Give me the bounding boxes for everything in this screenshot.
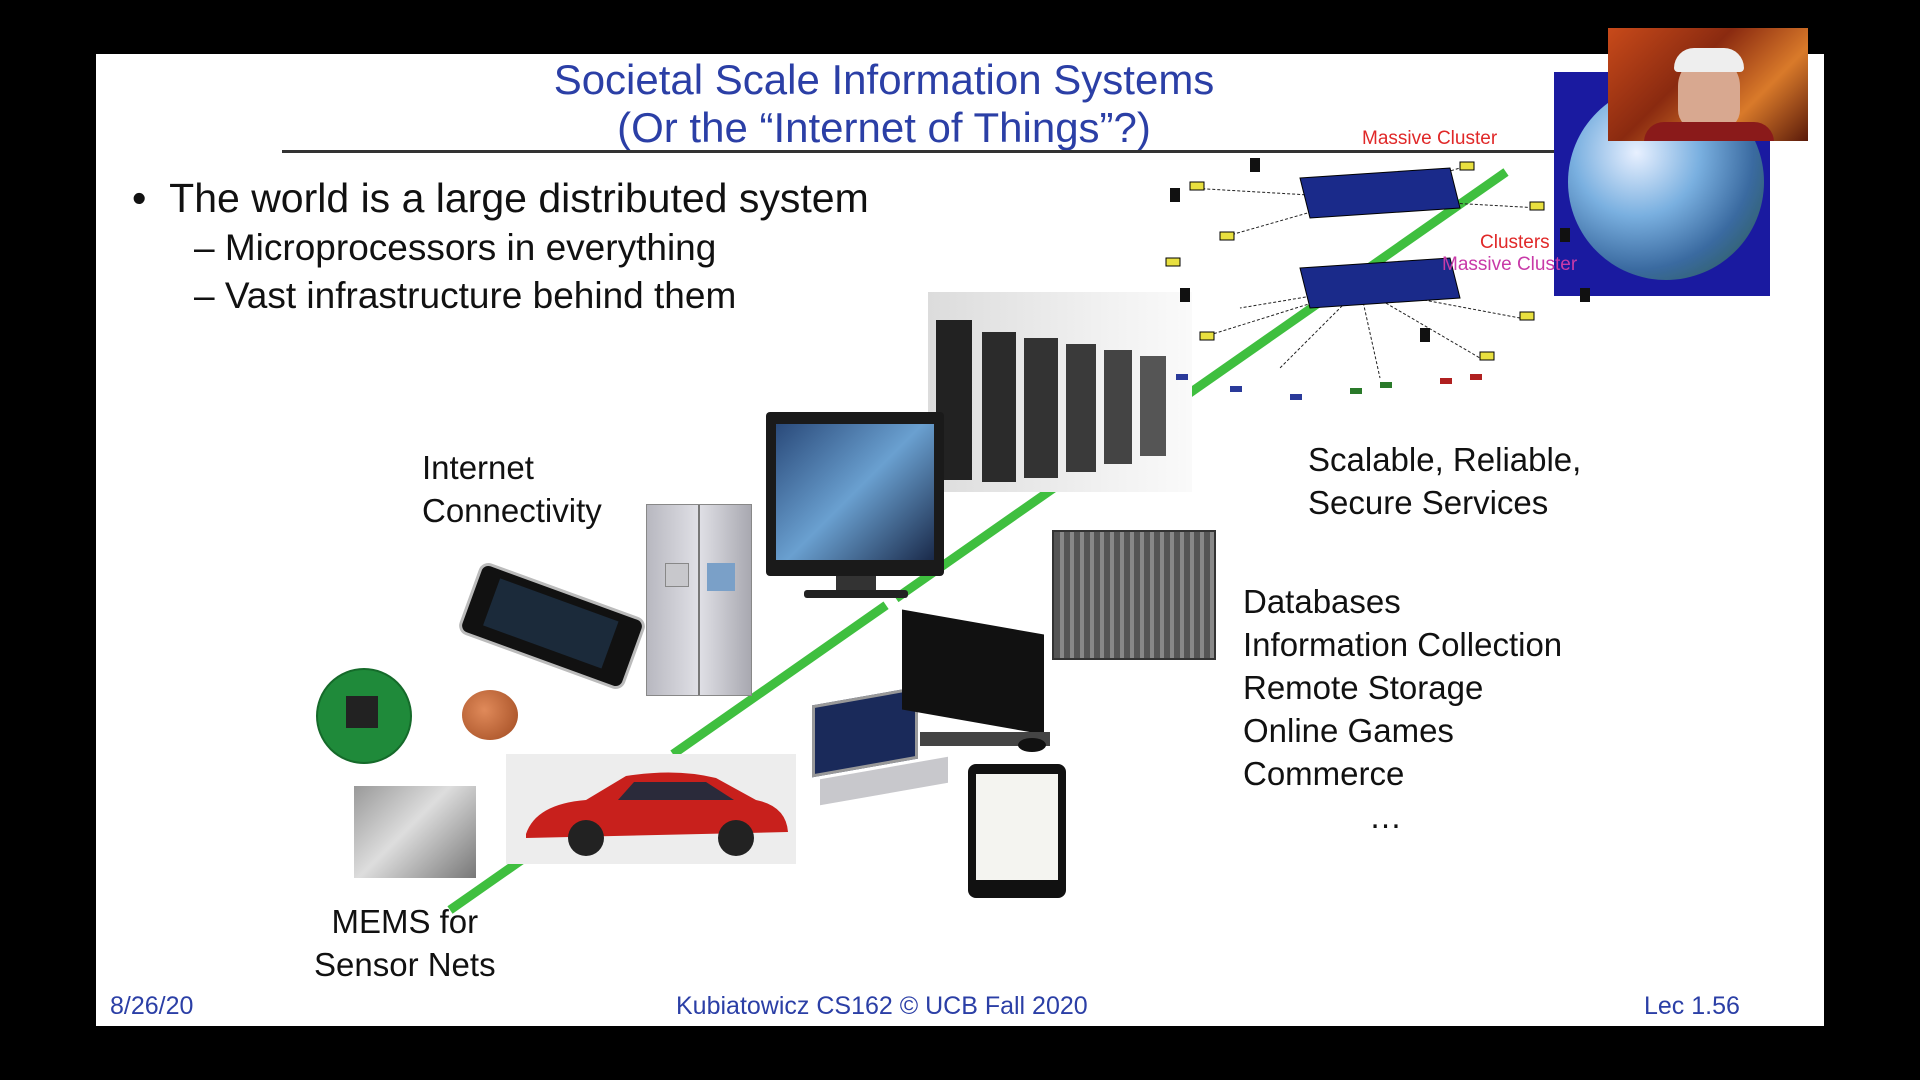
bullet-sub-2: – Vast infrastructure behind them: [194, 275, 737, 316]
smart-tv-image: [766, 412, 946, 602]
footer-date: 8/26/20: [110, 992, 194, 1020]
penny-image: [462, 690, 518, 740]
title-divider: [282, 150, 1654, 153]
bullet-list: • The world is a large distributed syste…: [132, 172, 869, 320]
tablet-image: [968, 764, 1066, 898]
slide-title-line-2: (Or the “Internet of Things”?): [617, 104, 1151, 151]
scalable-label-line-2: Secure Services: [1308, 484, 1549, 521]
network-cluster-diagram: [1165, 158, 1590, 400]
blade-server-image: [1052, 530, 1216, 660]
mems-image: [354, 786, 476, 878]
datacenter-image: [928, 292, 1192, 492]
slide-title-line-1: Societal Scale Information Systems: [553, 56, 1215, 103]
clusters-label: Clusters: [1480, 232, 1550, 253]
footer-lecture-number: Lec 1.56: [1644, 992, 1740, 1020]
service-remote-storage: Remote Storage: [1243, 669, 1484, 706]
presenter-webcam: [1608, 28, 1808, 141]
service-ellipsis: …: [1369, 798, 1402, 835]
slide: Societal Scale Information Systems (Or t…: [96, 54, 1824, 1026]
bullet-sub-1: – Microprocessors in everything: [194, 227, 717, 268]
bullet-main: • The world is a large distributed syste…: [132, 172, 869, 224]
mems-label-line-1: MEMS for: [331, 903, 479, 940]
slide-title: Societal Scale Information Systems (Or t…: [96, 56, 1672, 152]
services-list: Databases Information Collection Remote …: [1243, 580, 1562, 838]
service-commerce: Commerce: [1243, 755, 1405, 792]
presenter-cap: [1674, 48, 1744, 72]
presenter-shirt: [1644, 122, 1774, 141]
massive-cluster-label-top: Massive Cluster: [1362, 128, 1498, 149]
scalable-label-line-1: Scalable, Reliable,: [1308, 441, 1582, 478]
desktop-image: [902, 609, 1102, 802]
refrigerator-image: [646, 504, 752, 696]
car-image: [506, 754, 796, 864]
scalable-services-label: Scalable, Reliable, Secure Services: [1308, 438, 1581, 524]
bullet-marker: •: [132, 175, 147, 221]
footer-course: Kubiatowicz CS162 © UCB Fall 2020: [676, 992, 1088, 1020]
internet-label-line-1: Internet: [422, 449, 534, 486]
mems-label: MEMS for Sensor Nets: [314, 900, 496, 986]
bullet-main-text: The world is a large distributed system: [169, 175, 869, 221]
sensor-board-image: [316, 668, 412, 764]
massive-cluster-label-mid: Massive Cluster: [1442, 254, 1578, 275]
internet-connectivity-label: Internet Connectivity: [422, 446, 602, 532]
mems-label-line-2: Sensor Nets: [314, 946, 496, 983]
service-online-games: Online Games: [1243, 712, 1454, 749]
car-icon: [526, 772, 788, 856]
service-information-collection: Information Collection: [1243, 626, 1563, 663]
internet-label-line-2: Connectivity: [422, 492, 602, 529]
service-databases: Databases: [1243, 583, 1401, 620]
